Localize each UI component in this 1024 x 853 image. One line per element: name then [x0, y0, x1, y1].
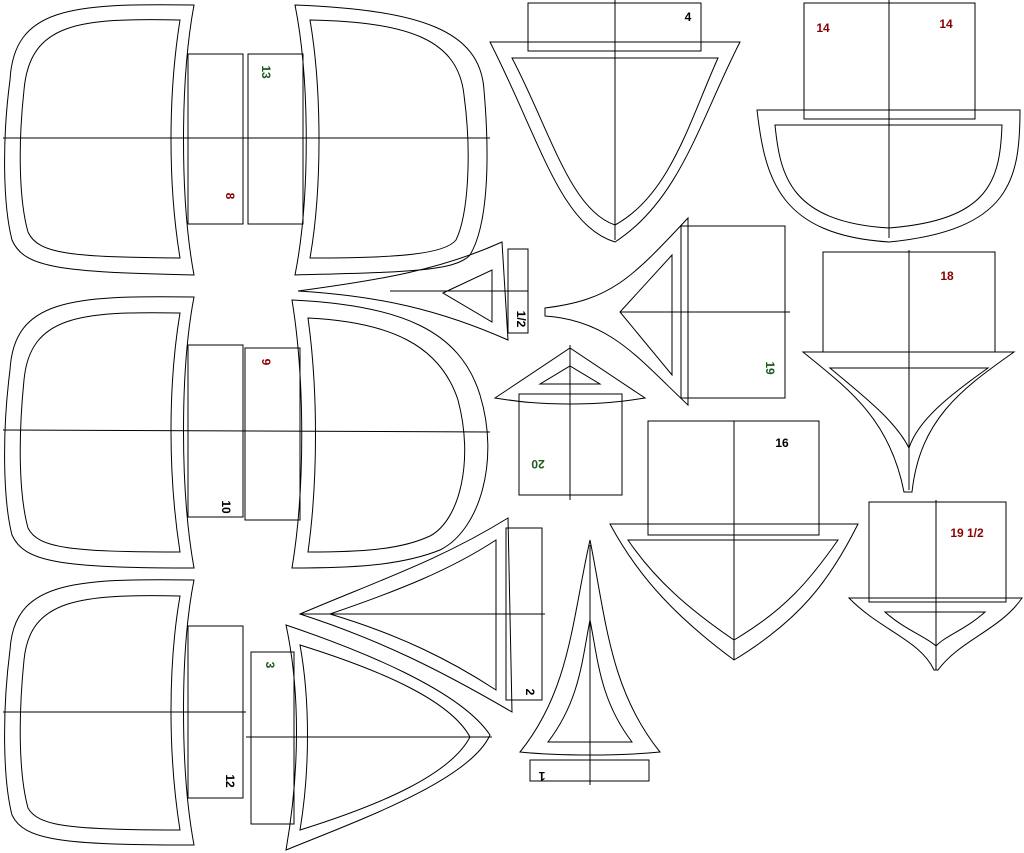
frame-2 [298, 517, 545, 713]
station-label-10: 10 [219, 500, 233, 514]
station-label-1: 1 [538, 769, 545, 783]
station-label-12: 12 [223, 774, 237, 788]
station-label-16: 16 [775, 436, 789, 450]
station-label-1-2: 1/2 [514, 311, 528, 328]
station-label-14-right: 14 [939, 17, 953, 31]
frame-18 [801, 250, 1016, 493]
frame-1 [519, 539, 661, 785]
station-label-8: 8 [223, 193, 237, 200]
frame-10 [2, 296, 491, 569]
frame-19-1-2 [847, 500, 1023, 671]
frame-12 [3, 579, 246, 846]
station-label-20: 20 [531, 457, 545, 471]
frame-16 [609, 420, 859, 661]
station-label-19-1-2: 19 1/2 [950, 526, 984, 540]
station-label-9: 9 [259, 359, 273, 366]
frame-4 [489, 0, 741, 243]
station-label-18: 18 [940, 269, 954, 283]
frame-1-2 [297, 241, 529, 341]
frame-8 [3, 4, 490, 276]
station-label-2: 2 [523, 689, 537, 696]
station-label-3: 3 [263, 662, 277, 669]
station-label-19: 19 [763, 361, 777, 375]
station-label-13: 13 [259, 65, 273, 79]
station-label-4: 4 [685, 10, 692, 24]
frame-19 [544, 216, 790, 407]
frame-14 [756, 0, 1021, 243]
frame-3 [246, 624, 492, 851]
frame-9 [244, 299, 489, 569]
station-label-14-left: 14 [816, 21, 830, 35]
frame-13 [247, 4, 488, 276]
frame-20 [493, 345, 647, 500]
